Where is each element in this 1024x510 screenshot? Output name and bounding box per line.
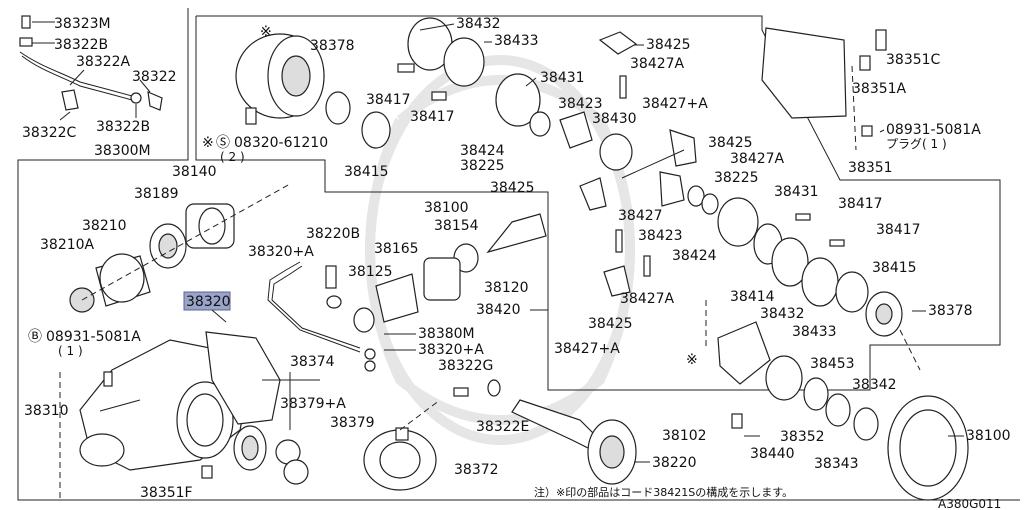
label-38100-ring: 38100 — [966, 428, 1011, 444]
label-38414: 38414 — [730, 289, 775, 305]
label-38432-mid: 38432 — [760, 306, 805, 322]
label-38432-top: 38432 — [456, 16, 501, 32]
label-38440: 38440 — [750, 446, 795, 462]
label-38102: 38102 — [662, 428, 707, 444]
label-38322A: 38322A — [76, 54, 131, 70]
label-38425-left: 38425 — [490, 180, 535, 196]
label-38225-top: 38225 — [460, 158, 505, 174]
label-08931-qty-left: ( 1 ) — [58, 344, 83, 358]
label-08320-qty: ( 2 ) — [220, 150, 245, 164]
label-38322B-top: 38322B — [54, 37, 108, 53]
label-38225-mid: 38225 — [714, 170, 759, 186]
label-38342: 38342 — [852, 377, 897, 393]
label-38352: 38352 — [780, 429, 825, 445]
label-38424-top: 38424 — [460, 143, 505, 159]
label-38320: 38320 — [186, 294, 231, 310]
label-38425-top: 38425 — [646, 37, 691, 53]
rear-cover-parts — [761, 27, 887, 151]
label-38125: 38125 — [348, 264, 393, 280]
label-38300M: 38300M — [94, 143, 151, 159]
label-38453: 38453 — [810, 356, 855, 372]
label-38427A-bottom: 38427A — [620, 291, 675, 307]
label-38417-d: 38417 — [876, 222, 921, 238]
label-38378-mid: 38378 — [928, 303, 973, 319]
label-38351A: 38351A — [852, 81, 907, 97]
top-left-pipes — [19, 15, 163, 121]
label-38220B: 38220B — [306, 226, 360, 242]
label-38120: 38120 — [484, 280, 529, 296]
label-38425-mid: 38425 — [708, 135, 753, 151]
label-38427A-top: 38427A — [630, 56, 685, 72]
label-38417-a: 38417 — [366, 92, 411, 108]
label-08931-5081A-left: 08931-5081A — [46, 329, 141, 345]
label-38430: 38430 — [592, 111, 637, 127]
label-38427pA-bottom: 38427+A — [554, 341, 620, 357]
label-08931-plug-right: プラグ( 1 ) — [886, 137, 947, 151]
label-38154: 38154 — [434, 218, 479, 234]
label-38380M: 38380M — [418, 326, 475, 342]
label-38379A: 38379+A — [280, 396, 346, 412]
label-38378-top: 38378 — [310, 38, 355, 54]
label-38343: 38343 — [814, 456, 859, 472]
label-38423-top: 38423 — [558, 96, 603, 112]
star-marker-2: ※ — [202, 135, 214, 151]
pinion-assembly-parts — [69, 183, 547, 372]
label-38372: 38372 — [454, 462, 499, 478]
label-38210A: 38210A — [40, 237, 95, 253]
differential-case-parts — [235, 17, 969, 501]
label-38420: 38420 — [476, 302, 521, 318]
label-38423-mid: 38423 — [638, 228, 683, 244]
leader-lines — [99, 23, 964, 463]
label-38427A-mid: 38427A — [730, 151, 785, 167]
label-08320-61210: 08320-61210 — [234, 135, 328, 151]
side-shaft-parts — [511, 399, 743, 485]
label-38310: 38310 — [24, 403, 69, 419]
part-labels: 38323M 38322B 38322A 38322 38322C 38322B… — [22, 16, 1011, 510]
label-38431-mid: 38431 — [774, 184, 819, 200]
label-38322G: 38322G — [438, 358, 493, 374]
label-38417-b: 38417 — [410, 109, 455, 125]
label-38322: 38322 — [132, 69, 177, 85]
label-38351F: 38351F — [140, 485, 193, 501]
label-38415-mid: 38415 — [872, 260, 917, 276]
housing-parts — [59, 331, 501, 500]
label-38415-top: 38415 — [344, 164, 389, 180]
star-marker-1: ※ — [260, 24, 272, 40]
star-marker-3: ※ — [686, 352, 698, 368]
label-38140: 38140 — [172, 164, 217, 180]
label-circled-s: Ⓢ — [216, 135, 230, 151]
label-38320A-top: 38320+A — [248, 244, 314, 260]
label-38433-top: 38433 — [494, 33, 539, 49]
label-38322E: 38322E — [476, 419, 529, 435]
label-38433-mid: 38433 — [792, 324, 837, 340]
label-08931-5081A-right: 08931-5081A — [886, 122, 981, 138]
label-38427: 38427 — [618, 208, 663, 224]
label-38189: 38189 — [134, 186, 179, 202]
label-38220: 38220 — [652, 455, 697, 471]
watermark — [365, 55, 635, 445]
diagram-code: A380G011 — [938, 497, 1001, 510]
label-38210: 38210 — [82, 218, 127, 234]
label-38322B-bottom: 38322B — [96, 119, 150, 135]
label-38417-c: 38417 — [838, 196, 883, 212]
label-38424-mid: 38424 — [672, 248, 717, 264]
label-38100-pinion: 38100 — [424, 200, 469, 216]
label-38431-top: 38431 — [540, 70, 585, 86]
label-38320A-mid: 38320+A — [418, 342, 484, 358]
label-38322C: 38322C — [22, 125, 77, 141]
label-38323M: 38323M — [54, 16, 111, 32]
highlight-38320 — [183, 291, 231, 311]
label-38425-bottom: 38425 — [588, 316, 633, 332]
label-38351: 38351 — [848, 160, 893, 176]
footnote: 注）※印の部品はコード38421Sの構成を示します。 — [534, 485, 793, 499]
label-38351C: 38351C — [886, 52, 941, 68]
label-38379: 38379 — [330, 415, 375, 431]
label-38165: 38165 — [374, 241, 419, 257]
label-38374: 38374 — [290, 354, 335, 370]
label-circled-b: Ⓑ — [28, 329, 42, 345]
label-38427pA-top: 38427+A — [642, 96, 708, 112]
